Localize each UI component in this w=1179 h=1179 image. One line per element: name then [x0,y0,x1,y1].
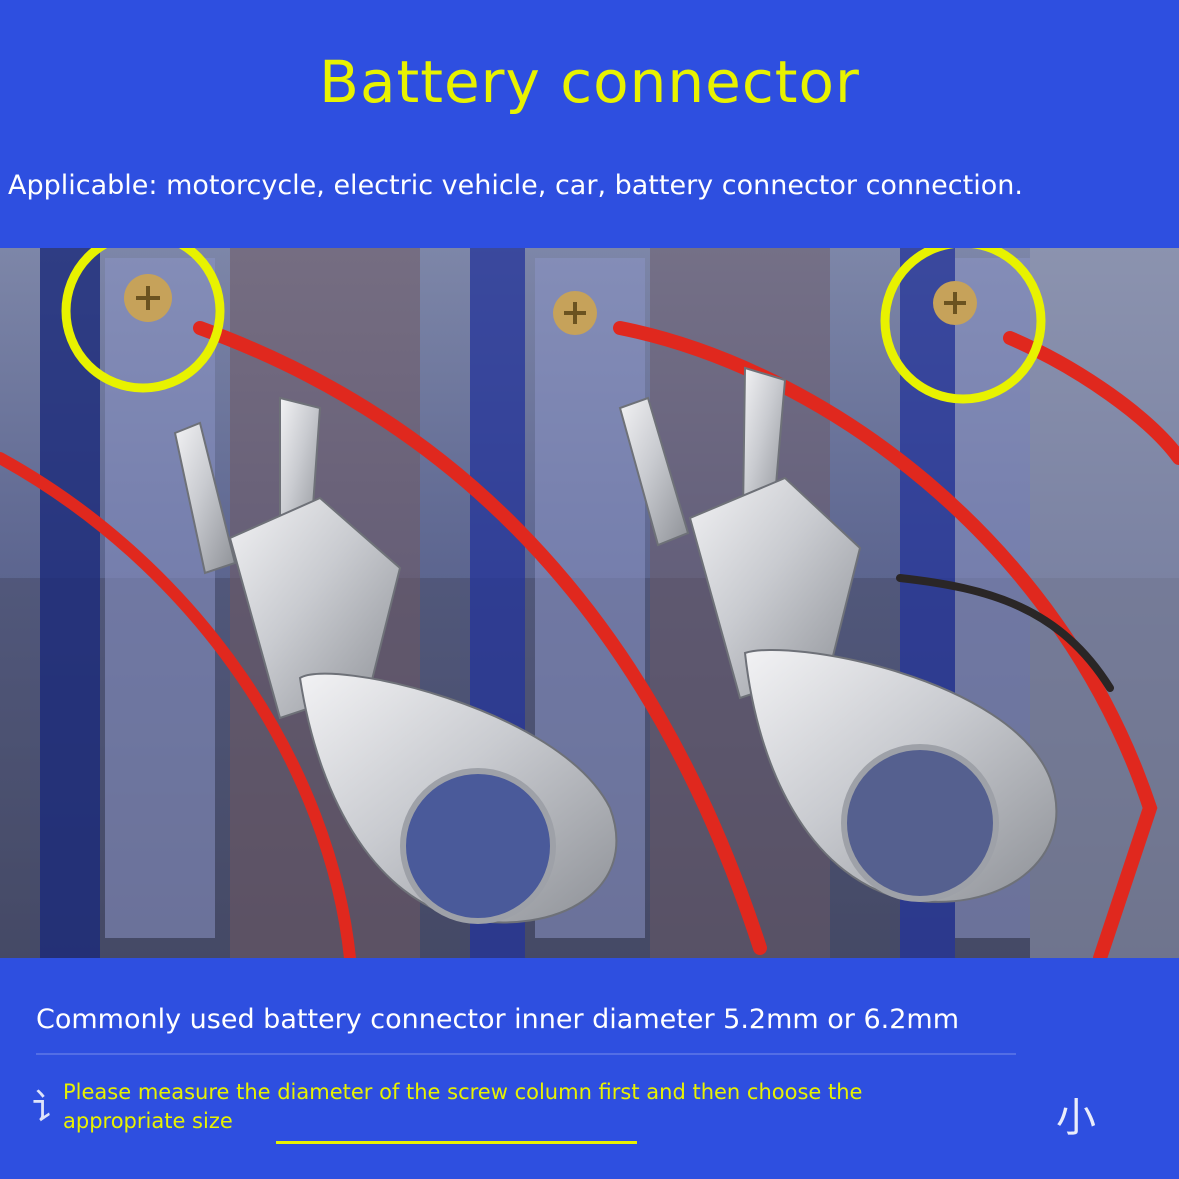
screw-icon [124,274,977,335]
page-title: Battery connector [319,48,860,116]
product-photo [0,248,1179,958]
ring-terminal-icon [173,396,618,924]
note-underline [276,1141,637,1144]
decorative-glyph-right: 小 [1056,1095,1096,1141]
applicable-text: Applicable: motorcycle, electric vehicle… [8,170,1023,201]
highlight-circle-icon [61,248,1046,404]
divider [36,1053,1016,1055]
ring-terminal-icon [618,366,1058,903]
measure-note: Please measure the diameter of the screw… [63,1080,863,1133]
inner-diameter-note: Commonly used battery connector inner di… [36,1004,960,1035]
decorative-glyph-left: 讠 [32,1087,69,1128]
